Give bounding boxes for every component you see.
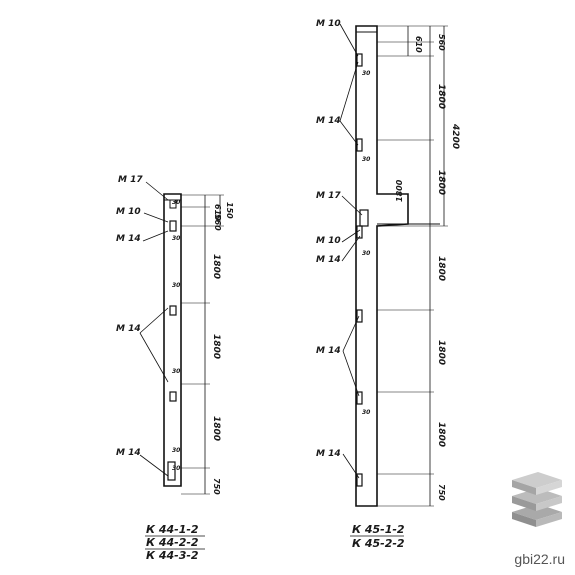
left-column-drawing: М 17 М 10 М 14 М 14 М 14 610 150 560 180… [116,175,234,562]
left-caption-3: К 44-3-2 [146,549,199,562]
left-dimension-ticks [181,194,224,495]
right-embedded-plates [356,53,369,487]
right-dim-1800-top: 1800 [436,84,446,109]
right-small-30-2: 30 [362,156,370,163]
right-mark-m10-top: М 10 [316,19,341,29]
left-dim-750: 750 [212,478,221,495]
left-caption-2: К 44-2-2 [146,536,199,549]
right-dim-1800-c: 1800 [436,422,446,447]
left-dim-1800-c: 1800 [211,416,221,441]
stacked-slabs-logo-icon [512,472,562,527]
right-dim-4200: 4200 [450,123,460,149]
right-mark-m14-b: М 14 [316,346,341,356]
left-embedded-plates [167,199,177,481]
left-small-30-6: 30 [172,465,180,472]
left-dim-560: 560 [213,214,222,231]
right-mark-m14-a: М 14 [316,255,341,265]
right-mark-m10: М 10 [316,236,341,246]
right-small-30-3: 30 [362,250,370,257]
left-dim-1800-b: 1800 [211,334,221,359]
right-caption-2: К 45-2-2 [352,537,405,550]
right-small-30-1: 30 [362,70,370,77]
left-caption-1: К 44-1-2 [146,523,199,536]
right-small-30-4: 30 [362,409,370,416]
left-dim-1800-a: 1800 [211,254,221,279]
left-small-30-5: 30 [172,447,180,454]
right-mark-m17: М 17 [316,191,341,201]
right-mark-m14-c: М 14 [316,449,341,459]
left-dim-610: 610 [213,204,222,221]
right-dim-610: 610 [414,36,423,53]
left-small-30-4: 30 [172,368,180,375]
right-leader-lines [339,23,363,479]
right-dim-750: 750 [437,484,446,501]
left-small-30-3: 30 [172,282,180,289]
right-console-dim: 1800 [395,179,404,202]
left-mark-m10: М 10 [116,207,141,217]
left-leader-lines [139,181,169,477]
left-small-30-2: 30 [172,235,180,242]
left-mark-m14-c: М 14 [116,448,141,458]
right-dim-1800-a: 1800 [436,256,446,281]
left-mark-m14-a: М 14 [116,234,141,244]
right-column-outline [355,25,409,507]
left-mark-m14-b: М 14 [116,324,141,334]
left-small-30-1: 30 [172,199,180,206]
right-dim-1800-mid: 1800 [436,170,446,195]
left-dim-150: 150 [225,202,234,219]
right-dim-560: 560 [437,34,446,51]
left-mark-m17: М 17 [118,175,143,185]
right-dim-1800-b: 1800 [436,340,446,365]
right-column-drawing: М 10 М 14 М 17 М 10 М 14 М 14 М 14 610 5… [316,19,460,550]
right-dimension-ticks [377,25,448,507]
right-mark-m14-top: М 14 [316,116,341,126]
left-captions: К 44-1-2 К 44-2-2 К 44-3-2 [145,523,205,562]
watermark-text: gbi22.ru [514,551,565,567]
right-captions: К 45-1-2 К 45-2-2 [350,523,405,550]
left-column-outline [163,193,182,487]
right-caption-1: К 45-1-2 [352,523,405,536]
